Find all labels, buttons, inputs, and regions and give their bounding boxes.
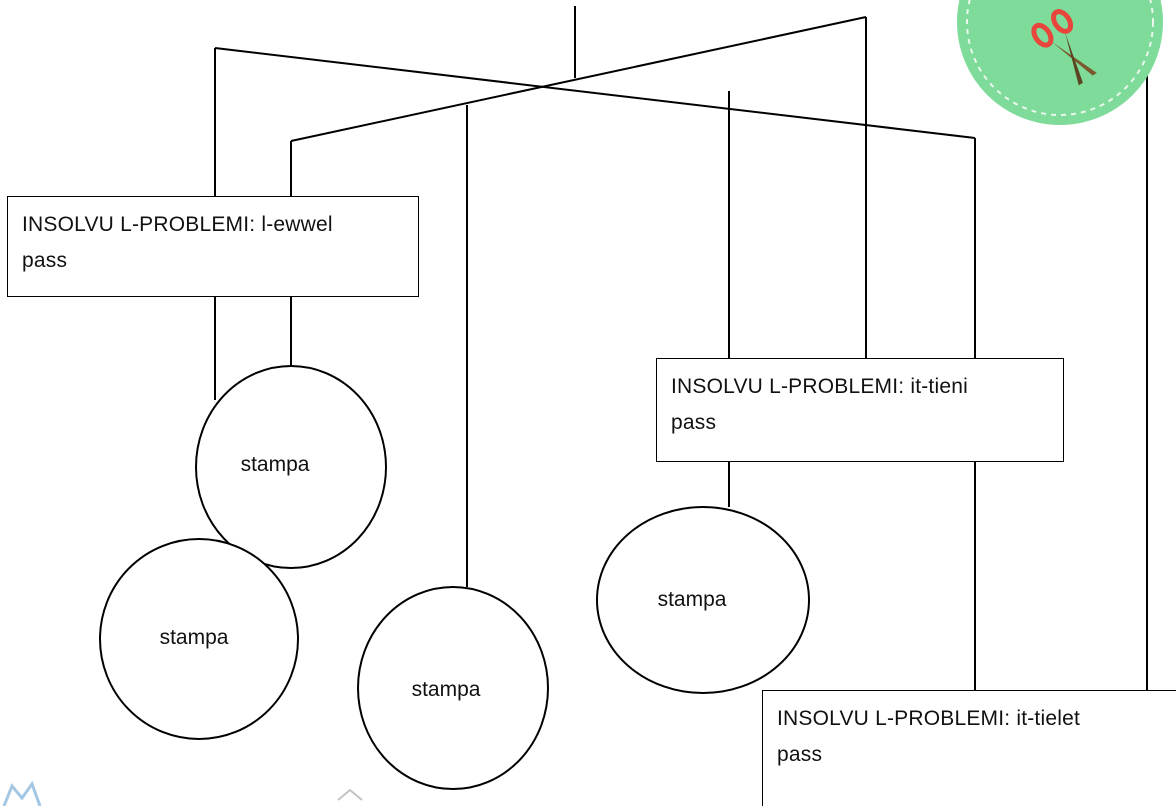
stamp-circle-b <box>99 538 299 740</box>
problem-box-line-1: INSOLVU L-PROBLEMI: it-tielet <box>777 707 1080 730</box>
problem-box-line-2: pass <box>777 743 823 766</box>
crossbar-1 <box>214 47 976 139</box>
problem-box-third-step: INSOLVU L-PROBLEMI: it-tielet pass <box>762 690 1176 806</box>
problem-box-line-1: INSOLVU L-PROBLEMI: it-tieni <box>671 375 968 398</box>
stamp-circle-d <box>596 506 810 694</box>
problem-box-line-1: INSOLVU L-PROBLEMI: l-ewwel <box>22 213 333 236</box>
problem-box-line-2: pass <box>22 249 68 272</box>
problem-box-line-2: pass <box>671 411 717 434</box>
scissors-badge-icon <box>957 0 1163 125</box>
stamp-label: stampa <box>657 588 727 611</box>
stamp-circle-a <box>195 365 387 569</box>
stamp-label: stampa <box>411 678 481 701</box>
decorative-corner-icon <box>2 780 363 806</box>
stamp-label: stampa <box>159 626 229 649</box>
crossbar-2 <box>290 16 867 142</box>
problem-box-second-step: INSOLVU L-PROBLEMI: it-tieni pass <box>656 358 1064 462</box>
problem-box-first-step: INSOLVU L-PROBLEMI: l-ewwel pass <box>7 196 419 297</box>
stamp-circle-c <box>357 586 549 790</box>
stamp-label: stampa <box>240 453 310 476</box>
